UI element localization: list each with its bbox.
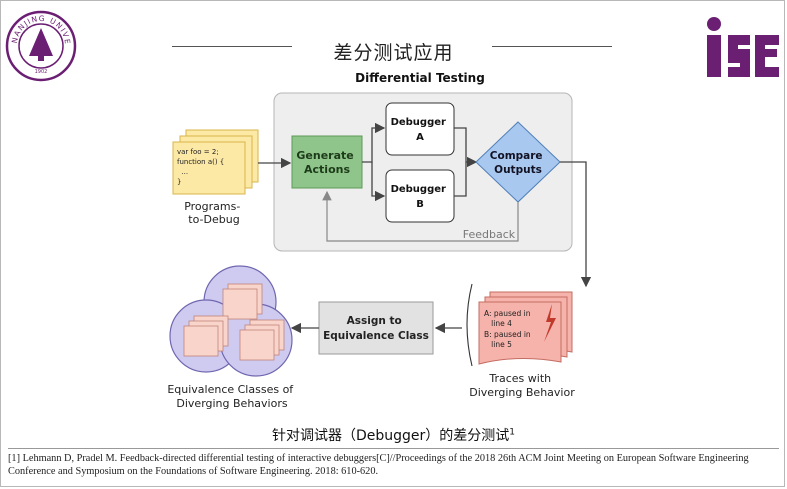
- program-code: var foo = 2; function a() { ... }: [0, 0, 240, 186]
- equiv-page-top-front: [222, 288, 258, 320]
- generate-actions-box: [291, 135, 363, 189]
- ise-logo: [707, 17, 779, 77]
- generate-actions-label: Generate Actions: [296, 149, 357, 176]
- traces-label: Traces with Diverging Behavior: [469, 372, 575, 399]
- ise-logo-dot: [707, 17, 721, 31]
- debugger-a-label: Debugger A: [391, 117, 450, 143]
- arrow-generate-to-debugger-a: [362, 122, 386, 163]
- caption-text: 针对调试器（Debugger）的差分测试: [271, 428, 510, 444]
- debugger-a-box: [385, 102, 455, 156]
- arrow-debugger-b-to-compare: [454, 162, 467, 197]
- seal-inner-ring: [18, 23, 64, 69]
- program-page-front: [172, 141, 246, 195]
- figure-caption: 针对调试器（Debugger）的差分测试1: [0, 425, 787, 445]
- arrow-generate-to-debugger-b: [371, 162, 386, 202]
- slide-title: 差分测试应用: [333, 42, 454, 64]
- equivalence-classes: [169, 265, 293, 377]
- equiv-page-right-front: [239, 329, 275, 361]
- diagram-heading: Differential Testing: [355, 71, 485, 85]
- trace-text: A: paused in line 4 B: paused in line 5: [0, 0, 547, 349]
- arrow-feedback-loop: [322, 190, 519, 242]
- caption-ref-mark: 1: [509, 427, 516, 438]
- reference-rule: [8, 448, 779, 449]
- arrow-debugger-a-to-compare: [454, 127, 478, 168]
- traces-bracket: [466, 283, 473, 367]
- seal-outer-ring: [5, 10, 77, 82]
- equivalence-label: Equivalence Classes of Diverging Behavio…: [167, 383, 296, 410]
- programs-to-debug: var foo = 2; function a() { ... } Progra…: [0, 0, 259, 226]
- ise-logo-e: [755, 35, 779, 77]
- seal-year: 1902: [35, 69, 48, 75]
- seal-tree-icon: [29, 28, 53, 56]
- programs-label: Programs- to-Debug: [184, 200, 244, 226]
- trace-page-front: [478, 301, 562, 365]
- title-rule-left: [172, 46, 292, 47]
- seal-tree-trunk: [38, 56, 44, 61]
- divergence-lightning-icon: [544, 304, 556, 342]
- debugger-b-box: [385, 169, 455, 223]
- ise-logo-s: [728, 35, 750, 77]
- debugger-b-label: Debugger B: [391, 184, 450, 210]
- assign-equivalence-box: [318, 301, 434, 355]
- arrow-compare-to-traces: [560, 161, 592, 288]
- traces-stack: A: paused in line 4 B: paused in line 5: [0, 0, 573, 365]
- assign-equivalence-label: Assign to Equivalence Class: [323, 315, 429, 342]
- title-rule-right: [492, 46, 612, 47]
- reference-citation: [1] Lehmann D, Pradel M. Feedback-direct…: [8, 453, 749, 477]
- compare-outputs-label: Compare Outputs: [490, 150, 546, 176]
- feedback-label: Feedback: [463, 228, 516, 241]
- ise-logo-i: [707, 35, 721, 77]
- equiv-page-left-front: [183, 325, 219, 357]
